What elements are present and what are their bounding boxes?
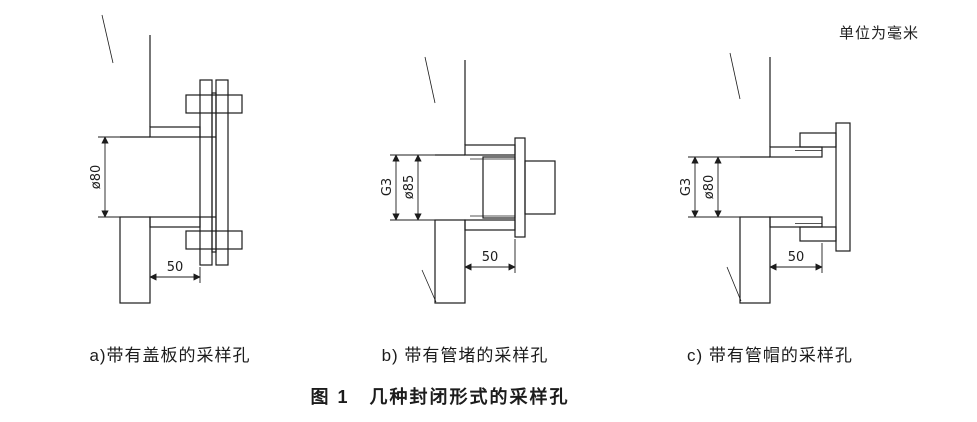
dim-length-b: 50 bbox=[464, 239, 516, 273]
figure-caption: 图 1 几种封闭形式的采样孔 bbox=[310, 387, 570, 407]
duct-wall-a bbox=[101, 14, 151, 304]
dim-diameter-b: ø85 bbox=[402, 154, 422, 221]
figure-a-drawing: ø80 50 bbox=[89, 14, 243, 304]
dim-text-diameter-a: ø80 bbox=[89, 165, 104, 190]
dim-diameter-a: ø80 bbox=[89, 136, 120, 218]
pipe-cap-c bbox=[799, 122, 851, 252]
dim-text-diameter-c: ø80 bbox=[702, 175, 717, 200]
figure-b-label: b) 带有管堵的采样孔 bbox=[381, 346, 549, 365]
unit-note: 单位为毫米 bbox=[838, 25, 919, 42]
bolt-top-a bbox=[185, 94, 243, 114]
dim-diameter-c: ø80 bbox=[702, 156, 722, 218]
dim-length-c: 50 bbox=[769, 243, 823, 273]
bolt-bottom-a bbox=[185, 230, 243, 250]
pipe-stub-a bbox=[149, 126, 201, 228]
pipe-stub-c bbox=[769, 146, 823, 228]
dim-text-diameter-b: ø85 bbox=[402, 175, 417, 200]
pipe-stub-b bbox=[464, 144, 516, 231]
figure-c-drawing: G3 ø80 50 bbox=[679, 52, 851, 304]
figure-a-label: a)带有盖板的采样孔 bbox=[89, 346, 251, 365]
dim-length-a: 50 bbox=[149, 260, 201, 283]
dim-text-thread-c: G3 bbox=[679, 178, 694, 196]
dim-text-length-a: 50 bbox=[167, 260, 184, 275]
flange-and-cover-plate-a bbox=[185, 79, 243, 266]
dim-thread-b: G3 bbox=[380, 154, 435, 221]
dim-thread-c: G3 bbox=[679, 156, 740, 218]
figure-b-drawing: G3 ø85 50 bbox=[380, 56, 556, 304]
dim-text-length-b: 50 bbox=[482, 250, 499, 265]
dim-text-thread-b: G3 bbox=[380, 178, 395, 196]
figure-c-label: c) 带有管帽的采样孔 bbox=[687, 346, 853, 365]
dim-text-length-c: 50 bbox=[788, 250, 805, 265]
pipe-plug-b bbox=[482, 137, 556, 238]
duct-wall-c bbox=[726, 52, 771, 304]
duct-wall-b bbox=[421, 56, 466, 304]
